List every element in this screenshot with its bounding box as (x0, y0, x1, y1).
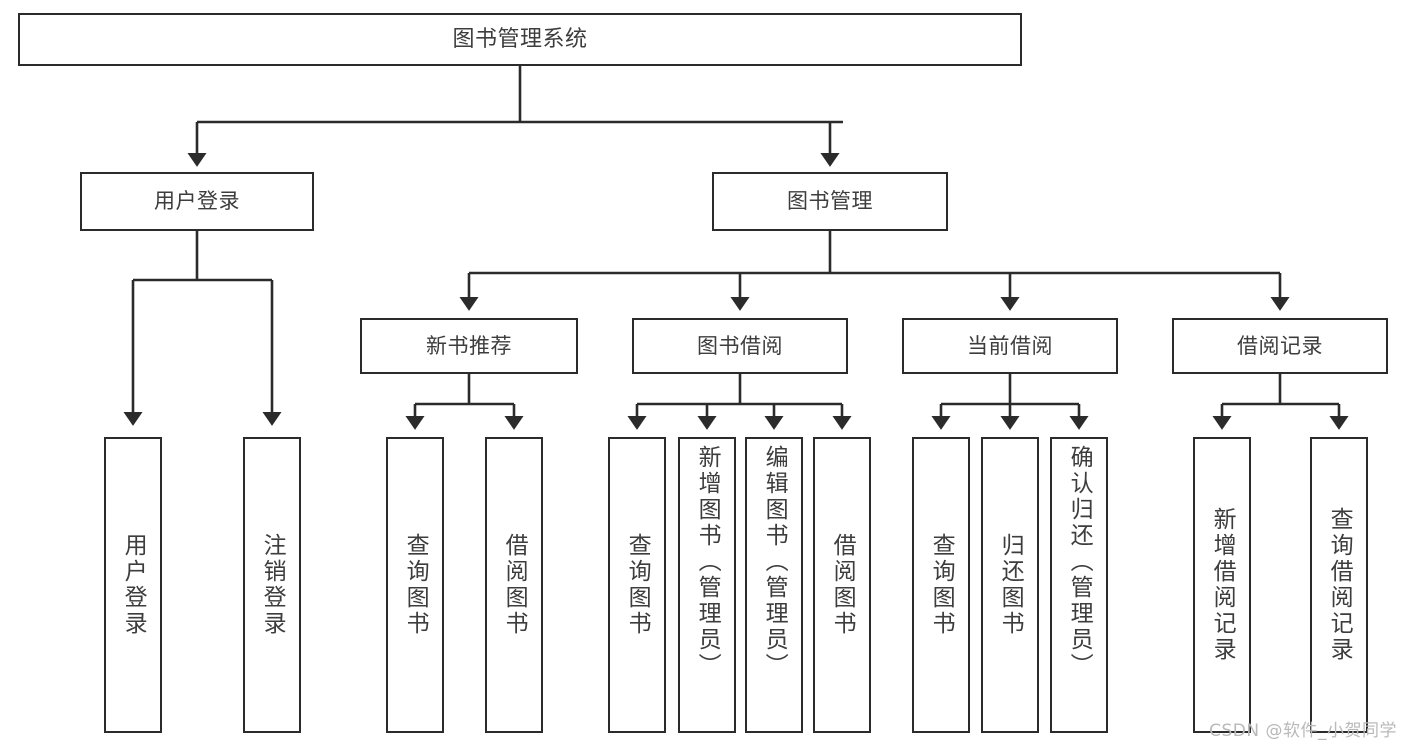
node-book-borrow-label: 图书借阅 (697, 333, 783, 358)
node-borrow-records[interactable]: 借阅记录 (1172, 318, 1388, 374)
leaf-edit-book-admin[interactable]: 编辑图书（管理员） (745, 437, 803, 733)
node-new-book-recommend[interactable]: 新书推荐 (360, 318, 578, 374)
node-user-login[interactable]: 用户登录 (80, 172, 314, 231)
leaf-user-login-label: 用户登录 (120, 533, 147, 637)
leaf-query-book-borrow[interactable]: 查询图书 (608, 437, 666, 733)
node-book-borrow[interactable]: 图书借阅 (632, 318, 848, 374)
node-book-management[interactable]: 图书管理 (712, 172, 948, 231)
node-user-login-label: 用户登录 (154, 189, 240, 214)
leaf-add-borrow-record-label: 新增借阅记录 (1209, 507, 1236, 663)
leaf-logout-label: 注销登录 (259, 533, 286, 637)
leaf-add-book-admin[interactable]: 新增图书（管理员） (678, 437, 736, 733)
leaf-return-book[interactable]: 归还图书 (981, 437, 1039, 733)
node-current-borrow[interactable]: 当前借阅 (902, 318, 1118, 374)
leaf-borrow-book-recommend-label: 借阅图书 (501, 533, 528, 637)
leaf-query-book-recommend[interactable]: 查询图书 (386, 437, 444, 733)
leaf-add-borrow-record[interactable]: 新增借阅记录 (1193, 437, 1251, 733)
leaf-query-book-current[interactable]: 查询图书 (912, 437, 970, 733)
node-root[interactable]: 图书管理系统 (18, 13, 1022, 66)
leaf-query-book-recommend-label: 查询图书 (402, 533, 429, 637)
leaf-borrow-book-label: 借阅图书 (829, 533, 856, 637)
leaf-add-book-admin-label: 新增图书（管理员） (694, 445, 721, 679)
watermark-text: CSDN @软件_小贺同学 (1209, 721, 1397, 741)
leaf-confirm-return-admin[interactable]: 确认归还（管理员） (1050, 437, 1108, 733)
node-borrow-records-label: 借阅记录 (1237, 333, 1323, 358)
node-book-management-label: 图书管理 (787, 189, 873, 214)
leaf-query-borrow-record-label: 查询借阅记录 (1326, 507, 1353, 663)
node-root-label: 图书管理系统 (452, 26, 588, 52)
leaf-query-book-borrow-label: 查询图书 (624, 533, 651, 637)
leaf-query-borrow-record[interactable]: 查询借阅记录 (1310, 437, 1368, 733)
leaf-confirm-return-admin-label: 确认归还（管理员） (1066, 445, 1093, 679)
leaf-edit-book-admin-label: 编辑图书（管理员） (761, 445, 788, 679)
node-new-book-recommend-label: 新书推荐 (426, 333, 512, 358)
leaf-query-book-current-label: 查询图书 (928, 533, 955, 637)
leaf-borrow-book-recommend[interactable]: 借阅图书 (485, 437, 543, 733)
node-current-borrow-label: 当前借阅 (967, 333, 1053, 358)
leaf-logout[interactable]: 注销登录 (243, 437, 301, 733)
leaf-borrow-book[interactable]: 借阅图书 (813, 437, 871, 733)
leaf-user-login[interactable]: 用户登录 (104, 437, 162, 733)
leaf-return-book-label: 归还图书 (997, 533, 1024, 637)
